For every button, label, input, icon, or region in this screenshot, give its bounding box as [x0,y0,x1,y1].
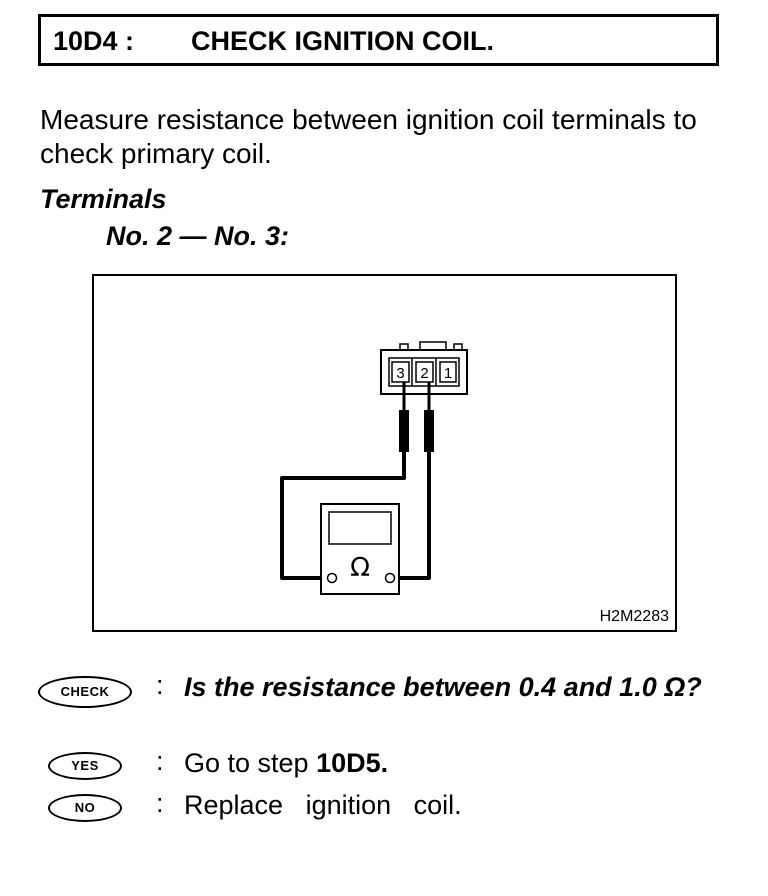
terminal-label-1: 1 [444,365,452,382]
terminals-value: No. 2 — No. 3: [106,221,290,251]
terminal-label-2: 2 [420,365,428,382]
no-row: NO : Replace ignition coil. [36,788,756,828]
yes-step-ref: 10D5. [316,748,389,778]
yes-text-prefix: Go to step [184,748,317,778]
connector-ohmmeter-illustration: 3 2 1 Ω [280,341,468,595]
step-header: 10D4 : CHECK IGNITION COIL. [38,14,719,66]
ohm-icon: Ω [350,553,370,583]
yes-row: YES : Go to step 10D5. [36,746,756,786]
no-colon: : [156,788,164,818]
terminal-label-3: 3 [396,365,404,382]
check-badge: CHECK [38,676,132,708]
check-question: Is the resistance between 0.4 and 1.0 Ω? [184,672,702,702]
ohmmeter-display [328,511,392,545]
check-row: CHECK : Is the resistance between 0.4 an… [36,670,756,750]
meter-terminal-right [384,572,396,584]
yes-text: Go to step 10D5. [184,746,388,780]
test-lead-left [280,452,406,580]
test-lead-right [399,452,431,580]
wiring-diagram: 3 2 1 Ω H2M2283 [92,274,677,632]
step-id: 10D4 : [53,26,135,56]
terminals-label: Terminals [40,184,167,214]
step-title: CHECK IGNITION COIL. [191,26,494,56]
yes-badge: YES [48,752,122,780]
meter-terminal-left [326,572,338,584]
connector-tab [419,341,447,351]
test-probe-left [399,410,409,452]
no-badge: NO [48,794,122,822]
no-text: Replace ignition coil. [184,790,462,820]
yes-colon: : [156,746,164,776]
test-probe-right [424,410,434,452]
figure-id: H2M2283 [599,608,669,625]
instruction-text: Measure resistance between ignition coil… [40,104,697,169]
check-colon: : [156,670,164,700]
